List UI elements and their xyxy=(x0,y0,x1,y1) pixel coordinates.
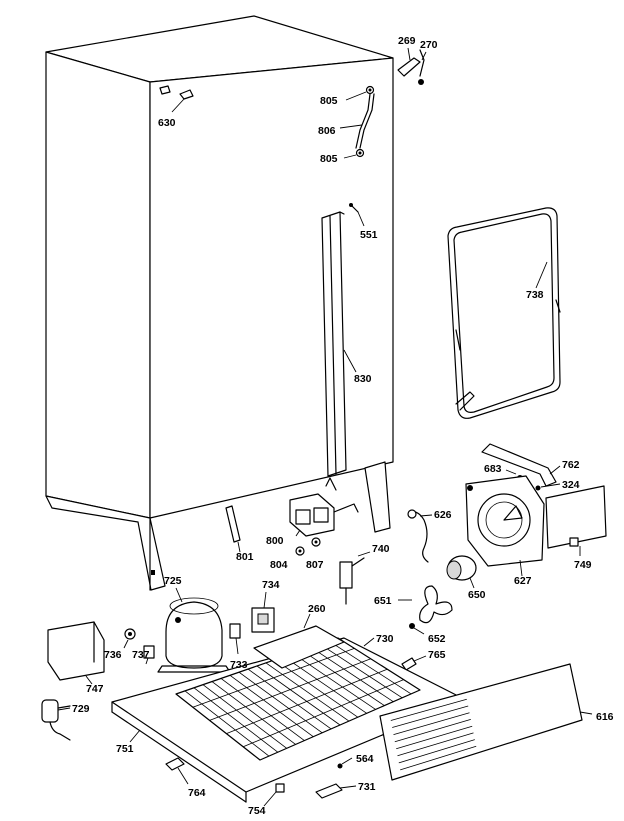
label-765: 765 xyxy=(428,649,446,661)
part-806-tube xyxy=(339,85,375,159)
part-729-capacitor xyxy=(41,699,71,741)
part-764-clip xyxy=(165,757,189,785)
part-762-duct xyxy=(481,443,561,487)
label-733: 733 xyxy=(230,659,248,671)
part-804-nut xyxy=(295,546,305,556)
part-738-gasket xyxy=(447,207,561,419)
part-736-grommet xyxy=(123,628,136,649)
label-800: 800 xyxy=(266,535,284,547)
label-627: 627 xyxy=(514,575,532,587)
part-740-relay xyxy=(339,551,371,605)
label-805-bottom: 805 xyxy=(320,153,338,165)
label-564: 564 xyxy=(356,753,374,765)
label-650: 650 xyxy=(468,589,486,601)
part-324-screw xyxy=(535,483,561,491)
part-260-drain-pan xyxy=(253,613,345,669)
label-740: 740 xyxy=(372,543,390,555)
label-725: 725 xyxy=(164,575,182,587)
label-270: 270 xyxy=(420,39,438,51)
label-747: 747 xyxy=(86,683,104,695)
part-627-fan-bracket xyxy=(465,475,545,577)
label-652: 652 xyxy=(428,633,446,645)
label-734: 734 xyxy=(262,579,280,591)
label-683: 683 xyxy=(484,463,502,475)
part-652-nut xyxy=(409,623,425,635)
label-551: 551 xyxy=(360,229,378,241)
label-751: 751 xyxy=(116,743,134,755)
part-551-screw xyxy=(349,203,365,227)
label-260: 260 xyxy=(308,603,326,615)
callout-labels: 269 270 630 805 806 805 551 738 830 762 … xyxy=(72,35,614,817)
label-269: 269 xyxy=(398,35,416,47)
part-765-clip xyxy=(401,655,427,671)
label-805-top: 805 xyxy=(320,95,338,107)
part-650-fan-motor xyxy=(446,555,477,589)
label-749: 749 xyxy=(574,559,592,571)
label-626: 626 xyxy=(434,509,452,521)
part-616-grille xyxy=(379,663,593,781)
part-747-bracket xyxy=(47,621,105,685)
part-830-channel xyxy=(321,211,357,477)
part-737-grommet xyxy=(143,645,155,665)
part-734-overload xyxy=(251,591,275,633)
part-651-fan-blade xyxy=(398,585,453,624)
label-807: 807 xyxy=(306,559,324,571)
label-651: 651 xyxy=(374,595,392,607)
label-762: 762 xyxy=(562,459,580,471)
label-737: 737 xyxy=(132,649,150,661)
label-738: 738 xyxy=(526,289,544,301)
label-736: 736 xyxy=(104,649,122,661)
part-725-compressor xyxy=(157,587,231,673)
label-830: 830 xyxy=(354,373,372,385)
label-754: 754 xyxy=(248,805,266,817)
part-630 xyxy=(159,85,194,113)
part-269-270 xyxy=(397,47,427,85)
label-630: 630 xyxy=(158,117,176,129)
part-807-nut xyxy=(311,537,321,547)
part-801-tube xyxy=(225,505,241,553)
part-626-harness xyxy=(407,509,433,563)
label-801: 801 xyxy=(236,551,254,563)
label-729: 729 xyxy=(72,703,90,715)
part-731-clip xyxy=(315,783,357,799)
label-804: 804 xyxy=(270,559,288,571)
label-730: 730 xyxy=(376,633,394,645)
label-764: 764 xyxy=(188,787,206,799)
label-616: 616 xyxy=(596,711,614,723)
part-754-leg xyxy=(263,783,285,807)
part-733-relay xyxy=(229,623,241,655)
part-749-cover xyxy=(545,485,607,556)
label-324: 324 xyxy=(562,479,580,491)
label-731: 731 xyxy=(358,781,376,793)
part-564-screw xyxy=(337,757,353,769)
part-800-water-valve xyxy=(289,477,359,537)
label-806: 806 xyxy=(318,125,336,137)
